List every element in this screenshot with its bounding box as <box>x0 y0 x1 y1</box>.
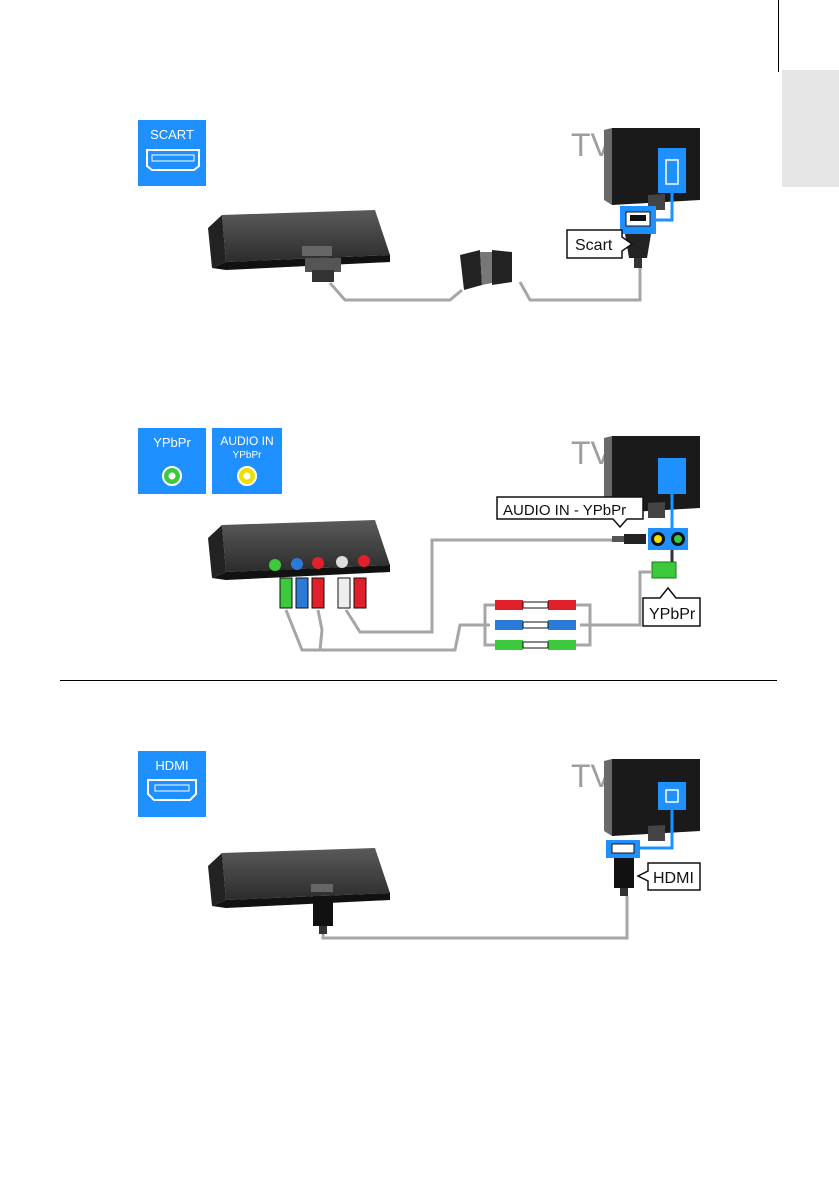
chapter-side-tab <box>782 70 839 187</box>
ypbpr-badge-label: YPbPr <box>153 435 191 450</box>
audio-callout-label: AUDIO IN - YPbPr <box>503 502 626 519</box>
audio-in-badge: AUDIO IN YPbPr <box>212 428 282 494</box>
hdmi-badge-label: HDMI <box>155 758 188 773</box>
scart-tv-icon <box>604 128 700 210</box>
scart-diagram: SCART TV Scart <box>138 120 700 302</box>
hdmi-badge: HDMI <box>138 751 206 817</box>
ypbpr-callout-label: YPbPr <box>649 606 696 623</box>
ypbpr-badge: YPbPr <box>138 428 206 494</box>
audio-badge-line2: YPbPr <box>233 450 263 461</box>
ypbpr-device-box <box>208 520 390 580</box>
audio-in-callout: AUDIO IN - YPbPr <box>496 496 644 529</box>
scart-callout-label: Scart <box>575 237 613 254</box>
scart-badge-label: SCART <box>150 127 194 142</box>
hdmi-tv-icon <box>604 759 700 841</box>
scart-badge: SCART <box>138 120 206 186</box>
scart-device-box <box>208 210 390 270</box>
scart-callout: Scart <box>566 229 634 259</box>
component-cable-bundle <box>483 600 592 650</box>
audio-badge-line1: AUDIO IN <box>220 434 273 448</box>
ypbpr-callout: YPbPr <box>642 586 701 627</box>
hdmi-callout: HDMI <box>636 862 701 891</box>
page-edge-rule <box>778 0 779 72</box>
hdmi-device-box <box>208 848 390 908</box>
ypbpr-diagram: YPbPr AUDIO IN YPbPr TV <box>138 428 701 652</box>
hdmi-callout-label: HDMI <box>653 870 694 887</box>
ypbpr-tv-icon <box>604 436 700 518</box>
scart-port-icon <box>146 149 200 171</box>
hdmi-port-icon <box>147 779 197 801</box>
hdmi-diagram: HDMI TV HDMI <box>138 751 701 940</box>
section-divider <box>60 680 777 681</box>
